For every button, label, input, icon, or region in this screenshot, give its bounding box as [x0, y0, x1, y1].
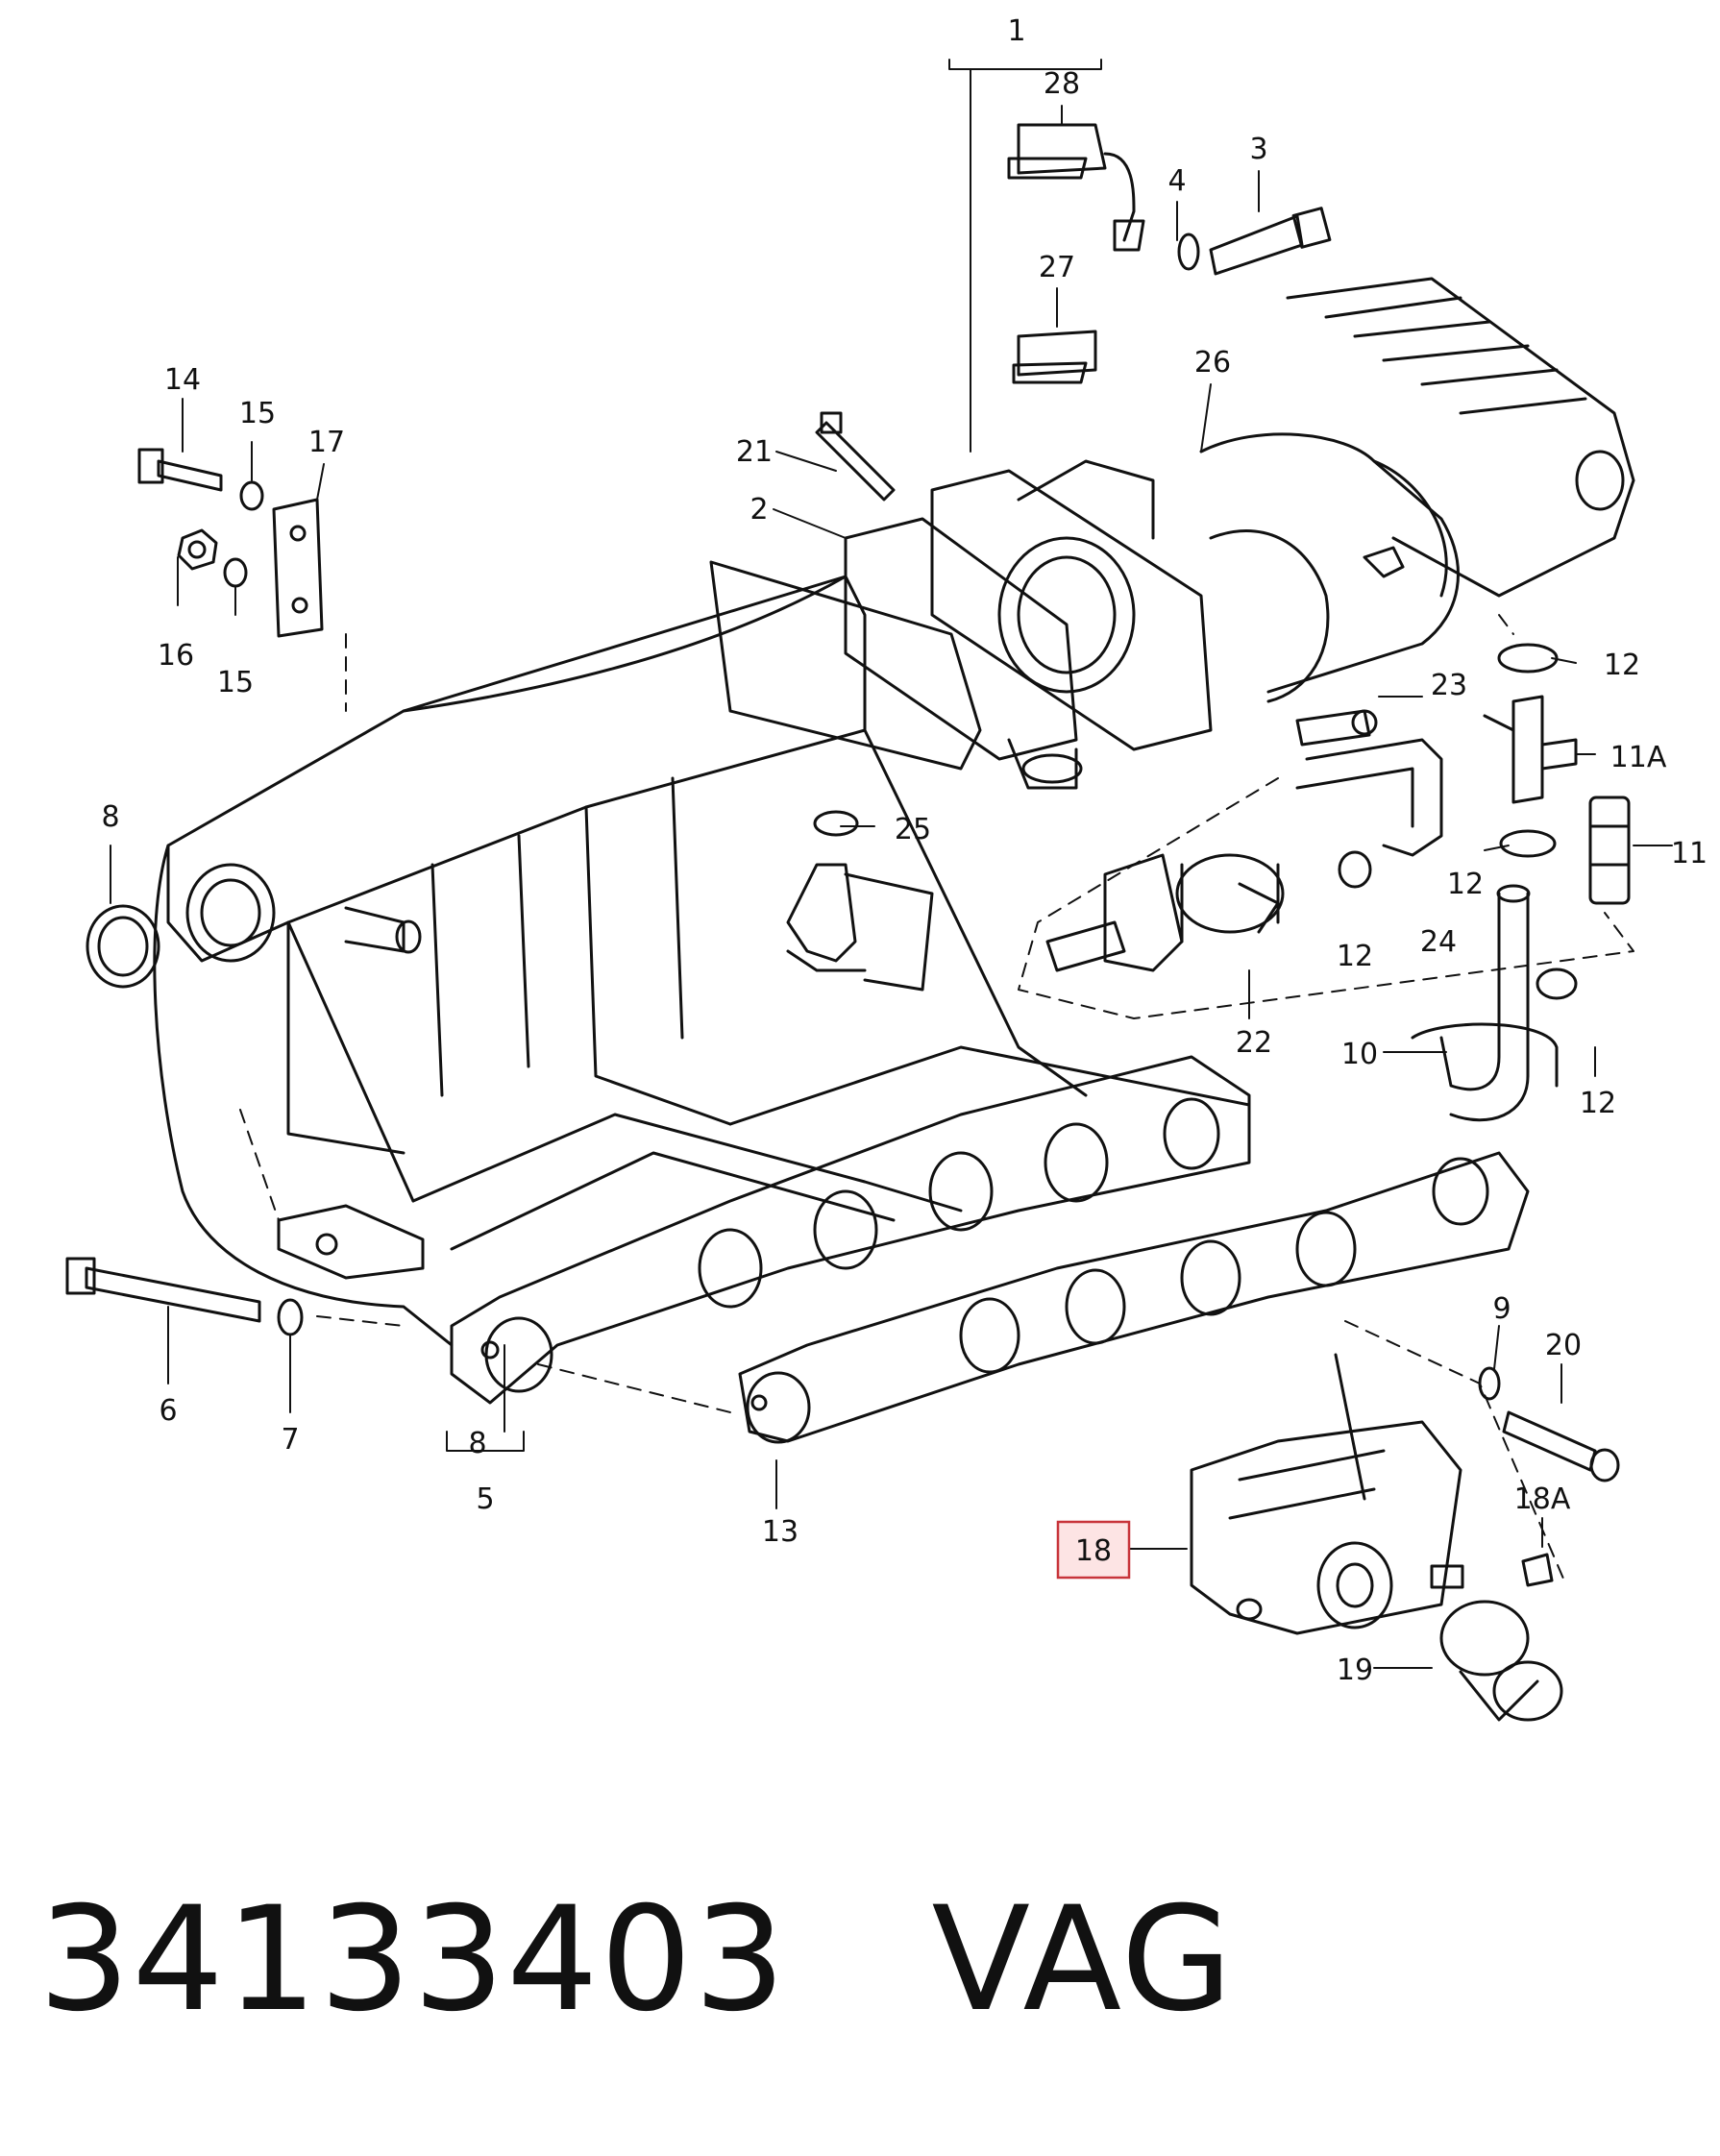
part-number: 34133403	[38, 1876, 788, 2044]
label-7: 7	[281, 1423, 299, 1457]
label-12-a: 12	[1604, 649, 1640, 682]
bolt-3	[1209, 207, 1332, 276]
label-12-c: 12	[1337, 940, 1373, 973]
sensor-28	[1007, 123, 1145, 252]
label-26: 26	[1194, 346, 1231, 380]
label-22: 22	[1236, 1026, 1272, 1060]
brand-name: VAG	[931, 1876, 1235, 2044]
label-19: 19	[1337, 1654, 1373, 1687]
bolt-20	[1502, 1410, 1620, 1482]
t-piece	[1483, 695, 1578, 804]
bolt-21	[815, 411, 896, 502]
label-28: 28	[1044, 67, 1080, 101]
washers-and-clips	[177, 233, 1501, 1401]
intake-manifold	[153, 560, 1251, 1347]
label-15-top: 15	[239, 397, 276, 430]
pipe-bracket	[786, 863, 934, 992]
part-info-footer: 34133403 VAG	[38, 1845, 1691, 2075]
exhaust-gasket	[738, 1151, 1530, 1444]
label-14: 14	[164, 363, 201, 397]
connector-pipe	[1588, 796, 1631, 905]
connector-23	[1295, 709, 1378, 747]
leader-lines	[110, 59, 1673, 1669]
label-2: 2	[749, 493, 768, 527]
manifold-port-flange	[277, 1055, 1251, 1405]
exploded-parts-diagram: 1 28 3 4 27 26 14 15 17 21 2 16 15 23 12…	[65, 14, 1708, 1722]
label-9: 9	[1492, 1292, 1511, 1326]
connector-plug	[1439, 1600, 1563, 1722]
label-6: 6	[159, 1394, 177, 1428]
hose-clamps	[813, 643, 1578, 1000]
highlight-callout-box	[1056, 1520, 1131, 1580]
label-12-b: 12	[1447, 868, 1484, 901]
air-intake-boot	[1199, 277, 1635, 694]
label-20: 20	[1545, 1329, 1582, 1362]
label-17: 17	[308, 426, 345, 459]
control-unit	[1190, 1353, 1464, 1635]
vacuum-hoses	[1295, 738, 1559, 1122]
label-18A: 18A	[1514, 1482, 1571, 1516]
label-24: 24	[1420, 925, 1457, 959]
label-8-bottom: 8	[468, 1427, 486, 1460]
part-labels: 1 28 3 4 27 26 14 15 17 21 2 16 15 23 12…	[101, 14, 1708, 1687]
label-5: 5	[476, 1482, 494, 1516]
bracket-17	[272, 498, 324, 638]
bolt-6	[65, 1257, 261, 1323]
label-25: 25	[895, 813, 931, 846]
label-10: 10	[1341, 1038, 1378, 1071]
label-15-bottom: 15	[217, 666, 254, 699]
label-12-d: 12	[1580, 1087, 1616, 1120]
throttle-body	[844, 459, 1330, 790]
label-18: 18	[1075, 1534, 1112, 1568]
label-3: 3	[1249, 133, 1267, 166]
sensor-27	[1012, 330, 1097, 384]
label-11: 11	[1671, 837, 1708, 870]
seal-ring	[86, 904, 160, 989]
cap	[1521, 1553, 1554, 1587]
bolt-14	[137, 448, 223, 492]
label-27: 27	[1039, 251, 1075, 284]
label-4: 4	[1167, 164, 1186, 198]
label-1: 1	[1007, 14, 1025, 48]
label-13: 13	[762, 1515, 799, 1549]
label-21: 21	[736, 435, 773, 469]
label-23: 23	[1431, 669, 1467, 702]
actuator	[1045, 853, 1285, 972]
label-8-top: 8	[101, 800, 119, 834]
label-11A: 11A	[1610, 741, 1667, 774]
label-16: 16	[158, 639, 194, 673]
